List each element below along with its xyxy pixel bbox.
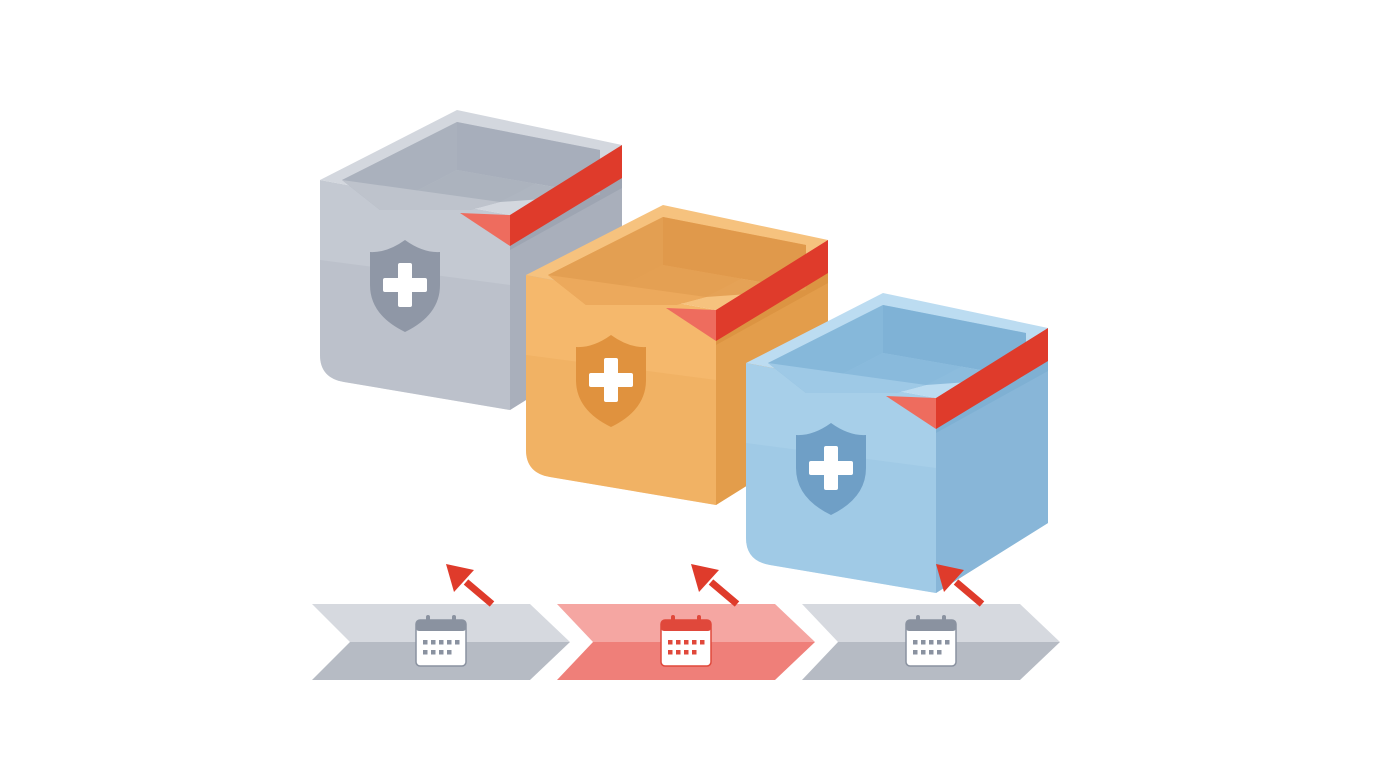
calendar-icon (415, 615, 467, 667)
calendar-ring-right (452, 615, 456, 625)
box-blue (746, 293, 1048, 593)
calendar-day-dot (447, 650, 452, 655)
calendar-day-dot (431, 650, 436, 655)
arrow-head (936, 564, 964, 592)
calendar-day-dot (423, 640, 428, 645)
calendar-day-dot (668, 640, 673, 645)
box-front-shade (526, 355, 716, 505)
arrow-head (446, 564, 474, 592)
calendar-day-dot (937, 650, 942, 655)
calendar-day-dot (676, 650, 681, 655)
arrow-head (691, 564, 719, 592)
calendar-day-dot (700, 640, 705, 645)
calendar-day-dot (945, 640, 950, 645)
calendar-day-dot (676, 640, 681, 645)
box-inner-front-lip (548, 275, 706, 305)
calendar-day-dot (684, 640, 689, 645)
arrow-up-left-icon (691, 564, 740, 607)
calendar-day-dot (439, 650, 444, 655)
box-inner-front-lip (342, 180, 500, 210)
calendar-ring-left (916, 615, 920, 625)
calendar-day-dot (439, 640, 444, 645)
calendar-day-dot (455, 640, 460, 645)
arrow-up-left-icon (446, 564, 495, 607)
calendar-day-dot (913, 640, 918, 645)
calendar-day-dot (668, 650, 673, 655)
box-gray (320, 110, 622, 410)
box-red-corner (886, 396, 936, 429)
shield-plus-icon (370, 240, 440, 332)
timeline-segment-2 (557, 604, 815, 680)
box-front-shade (320, 260, 510, 410)
arrow-shaft (463, 579, 495, 607)
calendar-day-dot (684, 650, 689, 655)
arrow-shaft (953, 579, 985, 607)
calendar-ring-left (671, 615, 675, 625)
calendar-ring-right (942, 615, 946, 625)
shield-plus-icon (576, 335, 646, 427)
box-inner-back-wall (457, 122, 600, 195)
calendar-ring-right (697, 615, 701, 625)
calendar-day-dot (937, 640, 942, 645)
box-inner-front-lip (768, 363, 926, 393)
box-red-band (716, 240, 828, 341)
box-red-band (510, 145, 622, 246)
calendar-day-dot (692, 650, 697, 655)
calendar-day-dot (921, 650, 926, 655)
plus-horizontal (589, 373, 633, 387)
shield-plus-icon (796, 423, 866, 515)
calendar-day-dot (929, 650, 934, 655)
arrow-shaft (708, 579, 740, 607)
calendar-icon (660, 615, 712, 667)
plus-horizontal (383, 278, 427, 292)
calendar-day-dot (447, 640, 452, 645)
box-inner-back-wall (663, 217, 806, 290)
box-red-corner (460, 213, 510, 246)
box-red-band (936, 328, 1048, 429)
calendar-icon (905, 615, 957, 667)
calendar-day-dot (692, 640, 697, 645)
calendar-day-dot (913, 650, 918, 655)
box-side-shade (936, 371, 1048, 593)
box-front-shade (746, 443, 936, 593)
calendar-header (661, 620, 711, 631)
arrow-up-left-icon (936, 564, 985, 607)
box-orange (526, 205, 828, 505)
box-red-corner (666, 308, 716, 341)
box-inner-back-wall (883, 305, 1026, 378)
calendar-day-dot (929, 640, 934, 645)
timeline-segment-3 (802, 604, 1060, 680)
calendar-day-dot (423, 650, 428, 655)
calendar-header (416, 620, 466, 631)
plus-horizontal (809, 461, 853, 475)
timeline-segment-1 (312, 604, 570, 680)
calendar-header (906, 620, 956, 631)
calendar-day-dot (431, 640, 436, 645)
timeline (312, 604, 1060, 680)
calendar-day-dot (921, 640, 926, 645)
calendar-ring-left (426, 615, 430, 625)
